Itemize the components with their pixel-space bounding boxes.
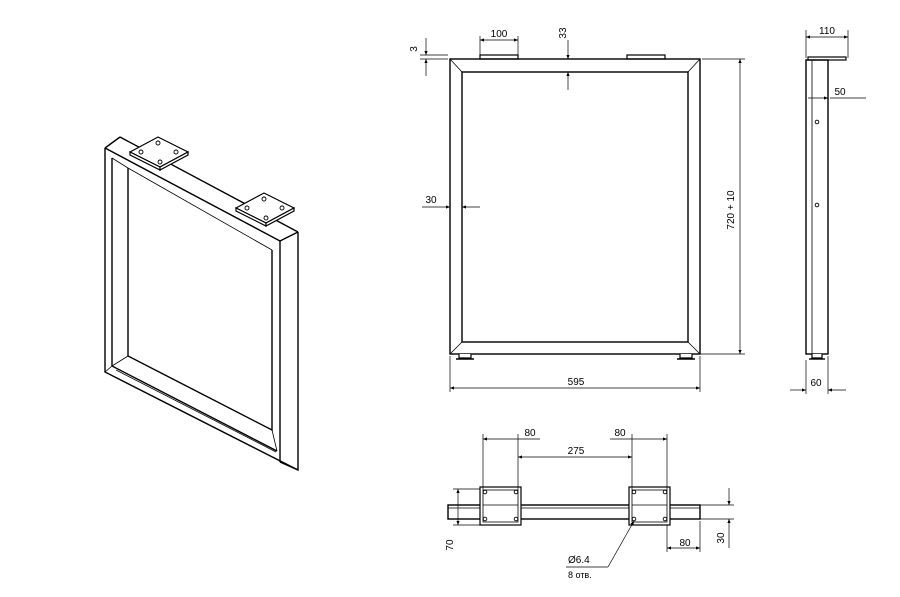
hole-diameter-label: Ø6.4: [568, 555, 590, 566]
dim-plan-offset: 80: [679, 538, 691, 549]
dim-plan-right-plate: 80: [614, 428, 626, 439]
dim-width: 595: [568, 377, 585, 388]
dim-plan-bar: 30: [716, 532, 727, 544]
front-view: 3 100 33 30 720 + 10 595: [409, 27, 745, 392]
dim-side-bottom: 60: [810, 378, 822, 389]
dim-plan-left-plate: 80: [524, 428, 536, 439]
dim-wall-thickness: 30: [425, 195, 437, 206]
hole-count-label: 8 отв.: [568, 570, 592, 580]
dim-depth: 110: [819, 26, 835, 37]
dim-side-inner: 50: [834, 87, 846, 98]
dim-plate-width: 100: [491, 29, 508, 40]
dim-plan-depth: 70: [445, 539, 456, 551]
plan-view: 80 275 80 70 30 80 Ø6.4 8 отв.: [445, 428, 734, 580]
iso-mounting-plate-2: [234, 192, 296, 228]
dim-plate-thickness: 33: [558, 27, 569, 39]
dim-plan-spacing: 275: [568, 446, 585, 457]
dim-height: 720 + 10: [726, 190, 737, 230]
iso-mounting-plate-1: [128, 136, 190, 172]
side-view: 110 50 60: [790, 26, 866, 394]
dim-plate-offset: 3: [409, 46, 420, 52]
isometric-view: [104, 136, 299, 472]
